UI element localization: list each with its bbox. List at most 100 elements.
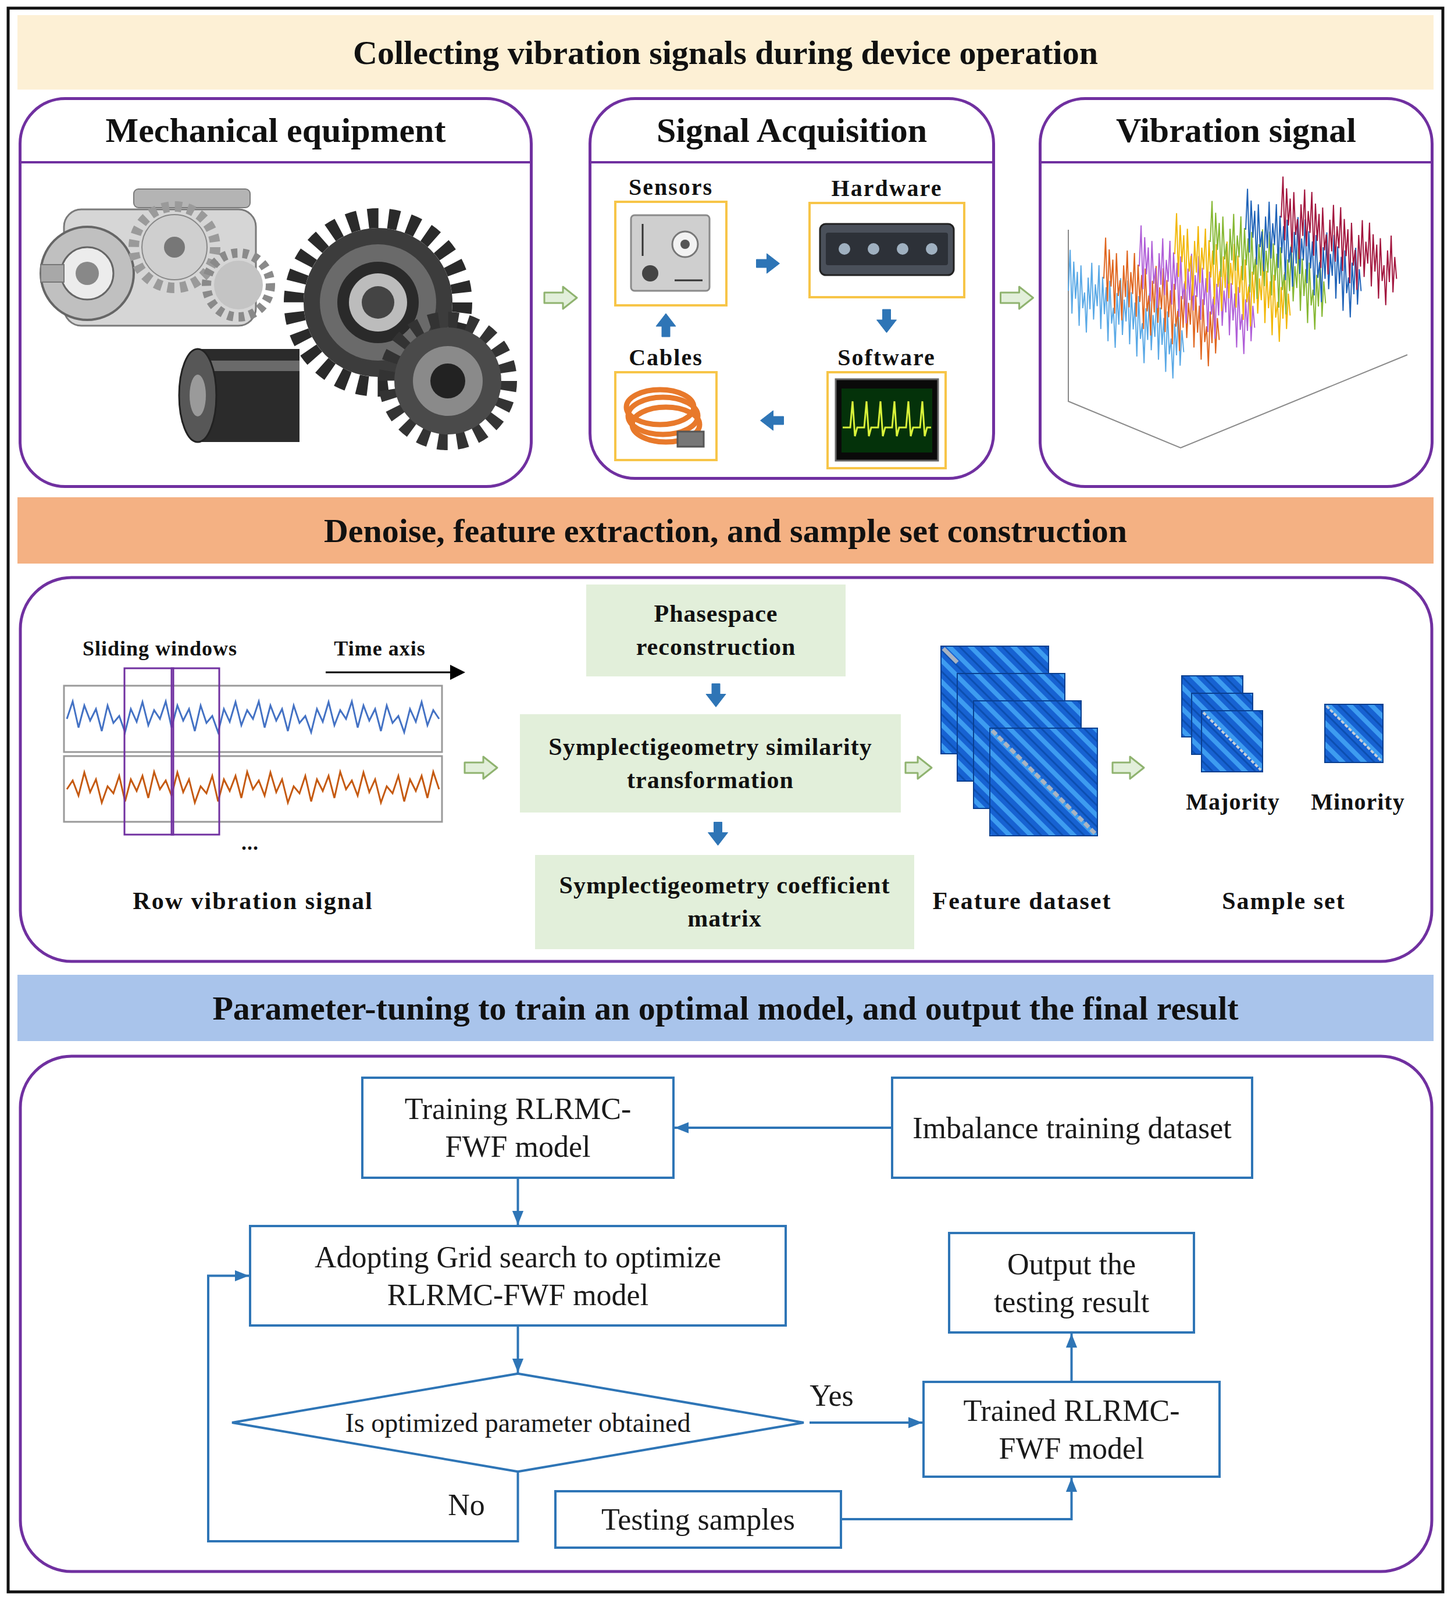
- arrow-connector: [656, 313, 676, 337]
- caption-label: Software: [837, 343, 936, 372]
- feature-matrices-part: [989, 728, 1098, 836]
- gear-illustration: [179, 218, 509, 442]
- text-label: ...: [241, 831, 259, 855]
- node-label: Trained RLRMC-FWF model: [938, 1391, 1205, 1468]
- panel-box: Signal AcquisitionSensorsHardwareCablesS…: [588, 97, 996, 480]
- hardware-icon-part: [867, 243, 880, 255]
- gear-illustration-part: [394, 327, 502, 435]
- sensor-icon-part: [630, 215, 710, 291]
- section-title: Collecting vibration signals during devi…: [353, 33, 1098, 73]
- decision-diamond: Is optimized parameter obtained: [226, 1372, 810, 1473]
- gear-illustration-part: [348, 273, 408, 332]
- sensor-icon-part: [680, 239, 690, 249]
- image-frame: [808, 201, 966, 299]
- arrow-connector: [756, 253, 780, 274]
- arrow-connector: [809, 1421, 923, 1424]
- raw-signal-plot-part: [124, 668, 174, 835]
- sensor-icon-part: [642, 223, 644, 256]
- sample-matrices-part: [1203, 712, 1261, 770]
- node-label: Testing samples: [601, 1500, 795, 1539]
- sample-matrices-part: [1324, 704, 1383, 763]
- caption-label: Feature dataset: [932, 885, 1112, 916]
- node-label: Output the testing result: [964, 1245, 1179, 1321]
- sensor-icon-part: [674, 279, 703, 282]
- arrow-connector: [842, 1477, 1072, 1520]
- gear-illustration-part: [337, 261, 419, 344]
- image-box: Hardware: [808, 174, 966, 299]
- edge-label: Yes: [806, 1378, 858, 1414]
- diamond-shape: [232, 1373, 804, 1472]
- text-label: Sliding windows: [82, 636, 238, 661]
- outer-frame: [8, 8, 1443, 1592]
- engine-illustration-part: [75, 261, 99, 285]
- output-box: Output the testing result: [947, 1231, 1196, 1334]
- text-label: Minority: [1310, 788, 1405, 816]
- hardware-icon: [820, 223, 954, 276]
- process-box: Adopting Grid search to optimize RLRMC-F…: [248, 1224, 787, 1327]
- software-icon-part: [842, 401, 932, 437]
- arrow-connector: [1112, 756, 1144, 779]
- panel-title: Mechanical equipment: [105, 110, 447, 151]
- feature-matrices-part: [943, 648, 958, 663]
- caption-label: Row vibration signal: [132, 885, 373, 916]
- waterfall-plot: [1068, 175, 1408, 448]
- cable-icon-part: [677, 431, 704, 447]
- image-box: Sensors: [614, 173, 728, 307]
- panel-box: Mechanical equipment: [18, 97, 533, 488]
- raw-signal-plot-part: [66, 701, 440, 733]
- raw-signal-plot: [63, 664, 466, 835]
- node-label: Is optimized parameter obtained: [345, 1407, 691, 1439]
- arrow-connector: [517, 1326, 520, 1373]
- node-label: Adopting Grid search to optimize RLRMC-F…: [265, 1238, 771, 1314]
- cable-icon: [626, 389, 704, 447]
- data-box: Testing samples: [554, 1489, 843, 1549]
- process-box: Symplectigeometry coefficient matrix: [535, 854, 915, 950]
- raw-signal-plot-part: [171, 668, 220, 835]
- image-frame: [826, 371, 947, 470]
- raw-signal-plot-part: [66, 771, 440, 803]
- hardware-icon-part: [838, 243, 851, 255]
- hardware-icon-part: [925, 243, 938, 255]
- panel-title: Vibration signal: [1116, 110, 1357, 151]
- sample-matrices-part: [1326, 706, 1382, 761]
- arrow-connector: [1000, 286, 1034, 309]
- process-box: Phasespace reconstruction: [586, 584, 846, 677]
- section-band: Parameter-tuning to train an optimal mod…: [17, 974, 1434, 1041]
- image-box: Software: [826, 343, 947, 470]
- arrow-connector: [876, 309, 897, 333]
- sensor-icon: [630, 215, 710, 291]
- arrow-connector: [706, 683, 726, 708]
- process-box: Symplectigeometry similarity transformat…: [519, 714, 901, 813]
- section-title: Denoise, feature extraction, and sample …: [323, 511, 1128, 551]
- sensor-icon-part: [672, 231, 698, 258]
- arrow-connector: [905, 756, 932, 779]
- arrow-connector: [674, 1126, 891, 1129]
- software-icon-part: [835, 379, 939, 461]
- hardware-icon-part: [825, 232, 948, 266]
- gear-illustration-part: [361, 286, 395, 319]
- sample-matrices: [1181, 675, 1383, 772]
- node-label: Symplectigeometry similarity transformat…: [531, 730, 890, 797]
- figure-group: Feature dataset: [936, 642, 1108, 916]
- caption-label: Sample set: [1221, 885, 1346, 916]
- arrow-connector: [760, 410, 784, 431]
- text-label: Time axis: [333, 636, 426, 661]
- gear-illustration-part: [179, 348, 217, 442]
- model-box: Trained RLRMC-FWF model: [922, 1380, 1221, 1478]
- caption-label: Hardware: [831, 174, 943, 202]
- panel-outline: [20, 577, 1432, 962]
- software-icon-part: [841, 388, 933, 453]
- gear-illustration-part: [430, 363, 466, 399]
- sample-matrices-part: [1201, 710, 1263, 772]
- engine-illustration-part: [40, 264, 64, 283]
- image-box: Cables: [614, 343, 718, 462]
- caption-label: Sensors: [628, 173, 713, 201]
- node-label: Imbalance training dataset: [912, 1109, 1232, 1147]
- caption-label: Cables: [628, 343, 704, 372]
- panel-box: Vibration signal: [1038, 97, 1434, 488]
- feature-matrices-part: [992, 730, 1096, 834]
- panel-outline: [20, 1056, 1432, 1572]
- raw-signal-plot-part: [63, 756, 442, 822]
- image-frame: [614, 371, 718, 462]
- process-box: Training RLRMC-FWF model: [361, 1076, 675, 1179]
